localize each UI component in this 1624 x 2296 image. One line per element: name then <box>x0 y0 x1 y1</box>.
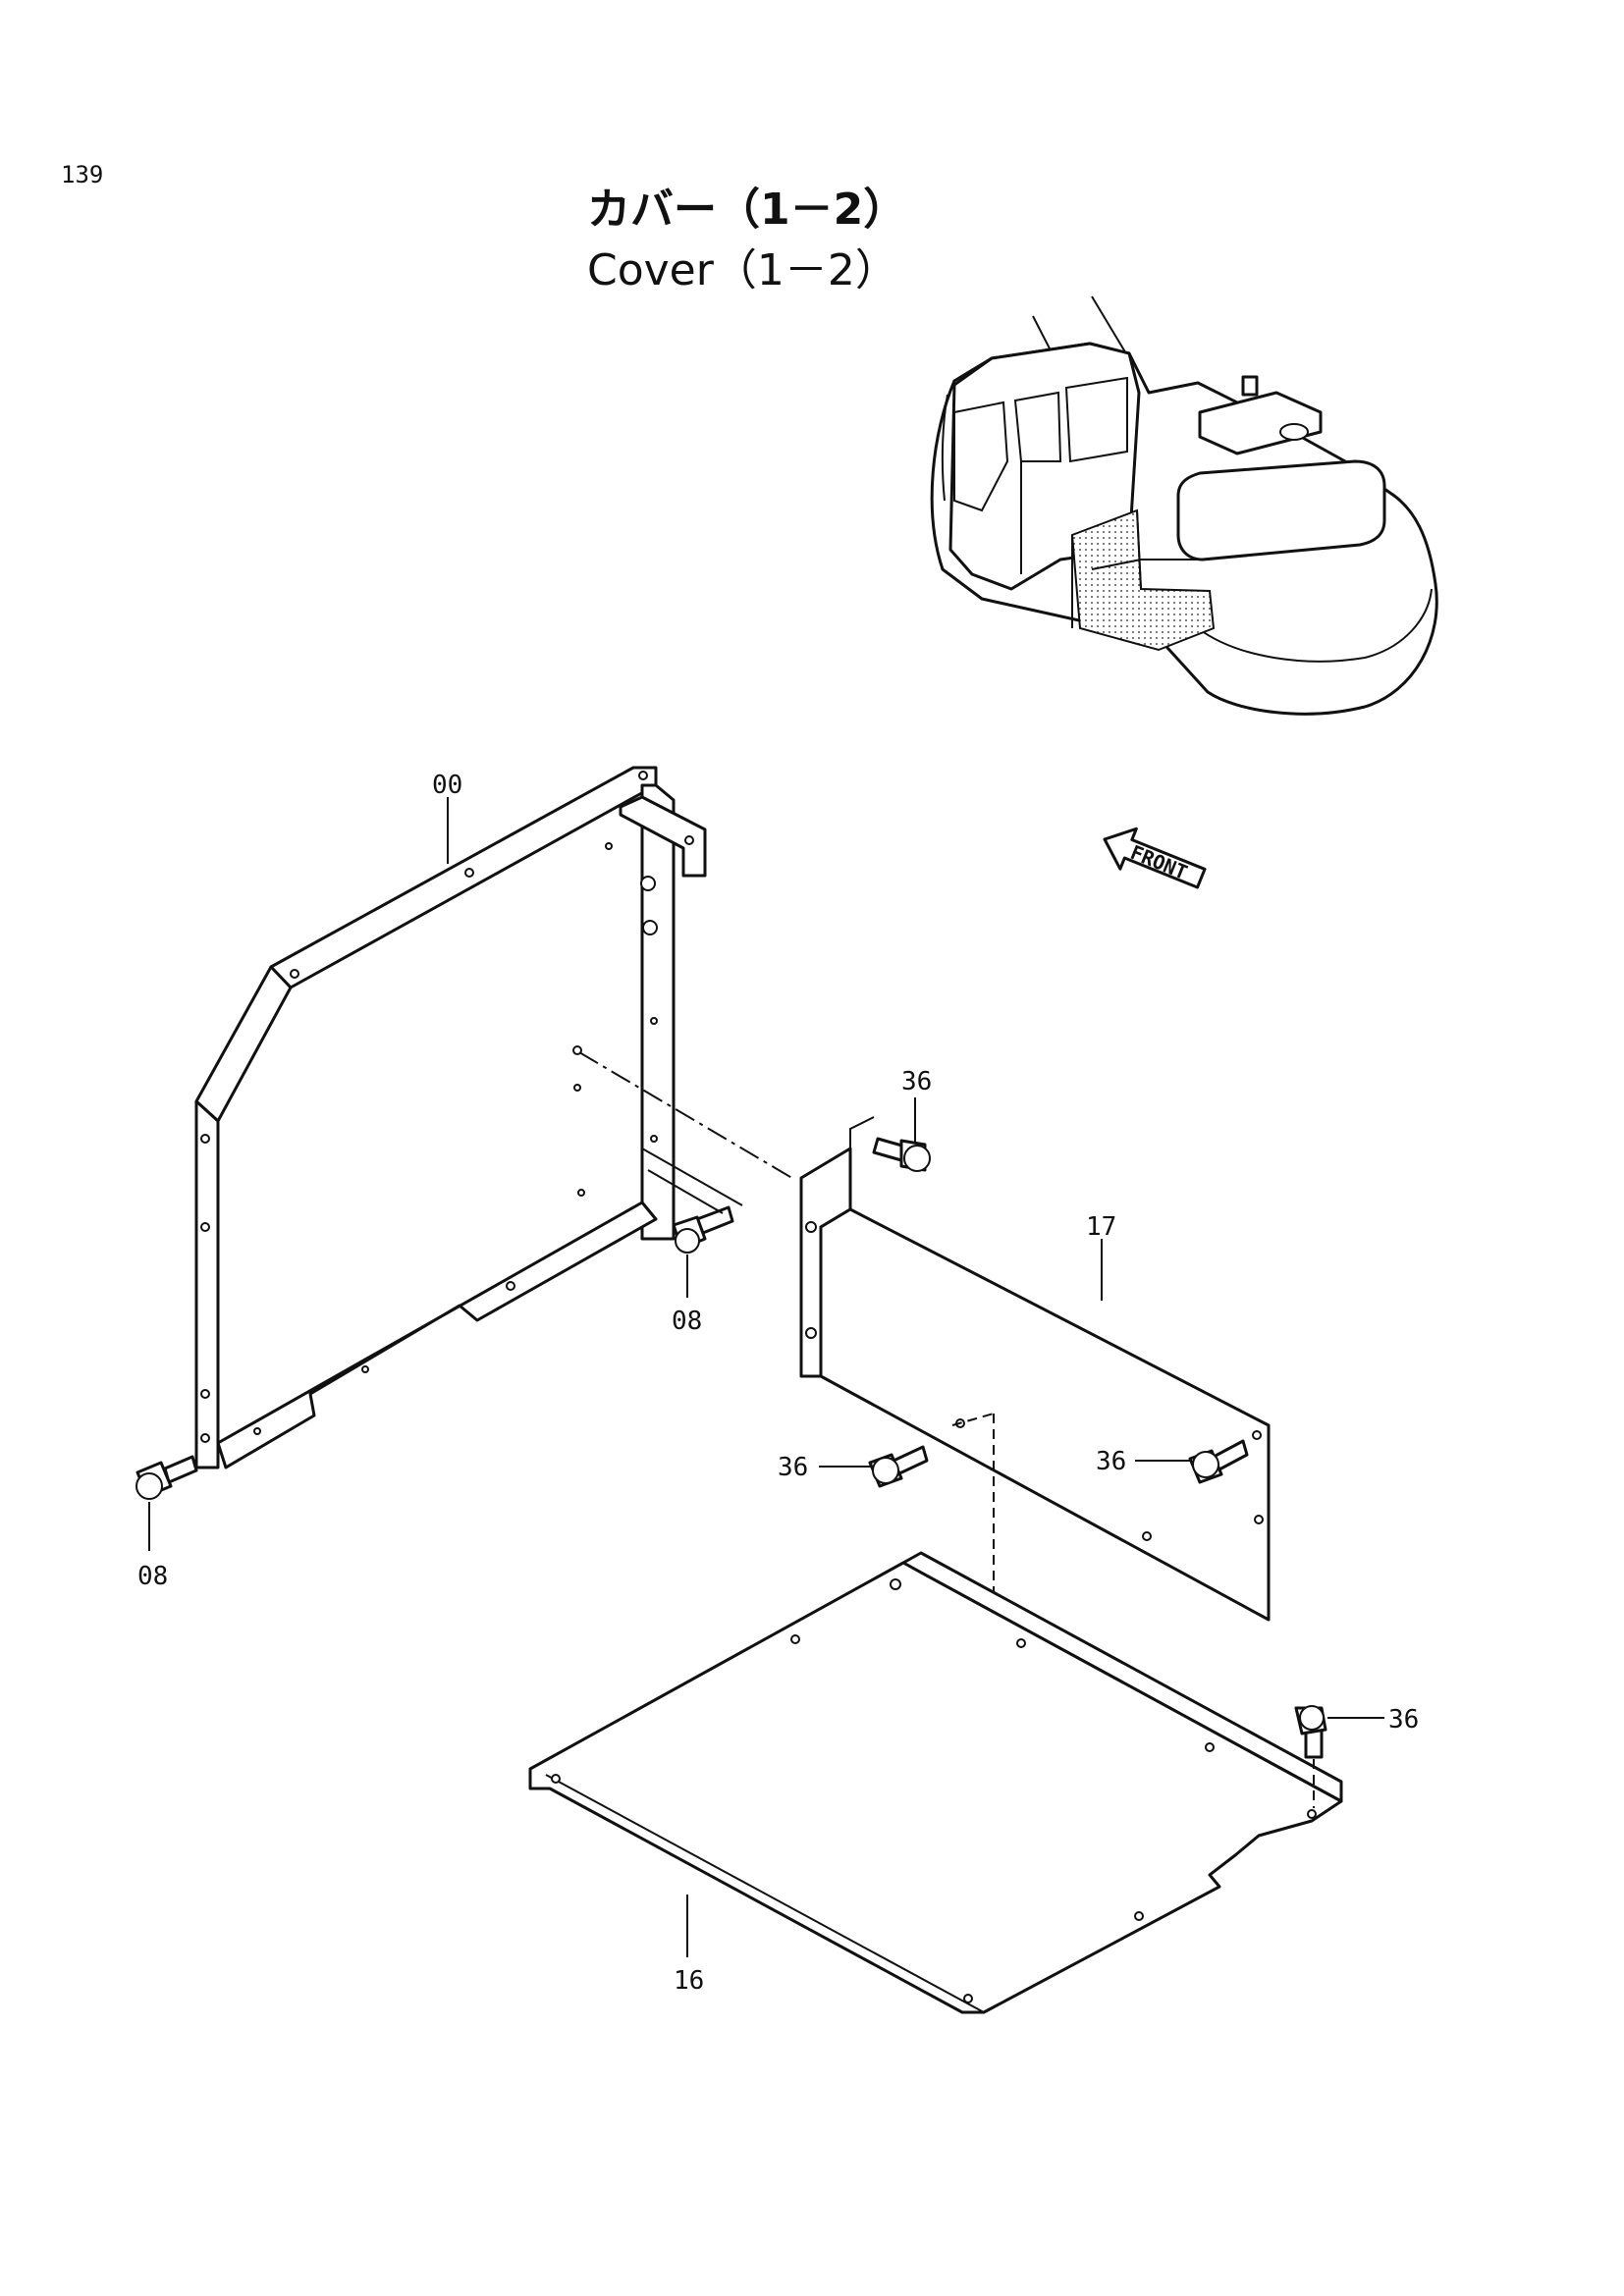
bolt-36-left: 36 <box>778 1445 929 1488</box>
callout-08-inner: 08 <box>672 1307 702 1336</box>
bolt-36-top: 36 <box>872 1067 932 1172</box>
bolt-08-outer: 08 <box>135 1455 198 1591</box>
callout-36-top: 36 <box>901 1067 932 1096</box>
callout-16: 16 <box>674 1966 704 1996</box>
bolt-36-right: 36 <box>1096 1439 1249 1484</box>
bolt-36-tray: 36 <box>1294 1705 1419 1808</box>
part-00-frame: 00 <box>194 766 707 1469</box>
part-16-tray: 16 <box>528 1551 1343 2014</box>
page-number: 139 <box>61 161 103 188</box>
title-english: Cover（1－2） <box>587 245 898 295</box>
front-arrow-icon: FRONT <box>1103 827 1207 889</box>
callout-00: 00 <box>432 771 462 800</box>
callout-17: 17 <box>1086 1212 1116 1242</box>
front-label: FRONT <box>1127 840 1191 884</box>
callout-36-left: 36 <box>778 1453 808 1482</box>
callout-36-tray: 36 <box>1388 1705 1419 1735</box>
callout-36-right: 36 <box>1096 1447 1126 1476</box>
title-japanese: カバー（1－2） <box>587 185 906 235</box>
bolt-08-inner: 08 <box>672 1205 734 1336</box>
excavator-location-view <box>930 295 1438 716</box>
part-17-panel: 17 <box>799 1116 1271 1622</box>
callout-08-outer: 08 <box>137 1562 168 1591</box>
